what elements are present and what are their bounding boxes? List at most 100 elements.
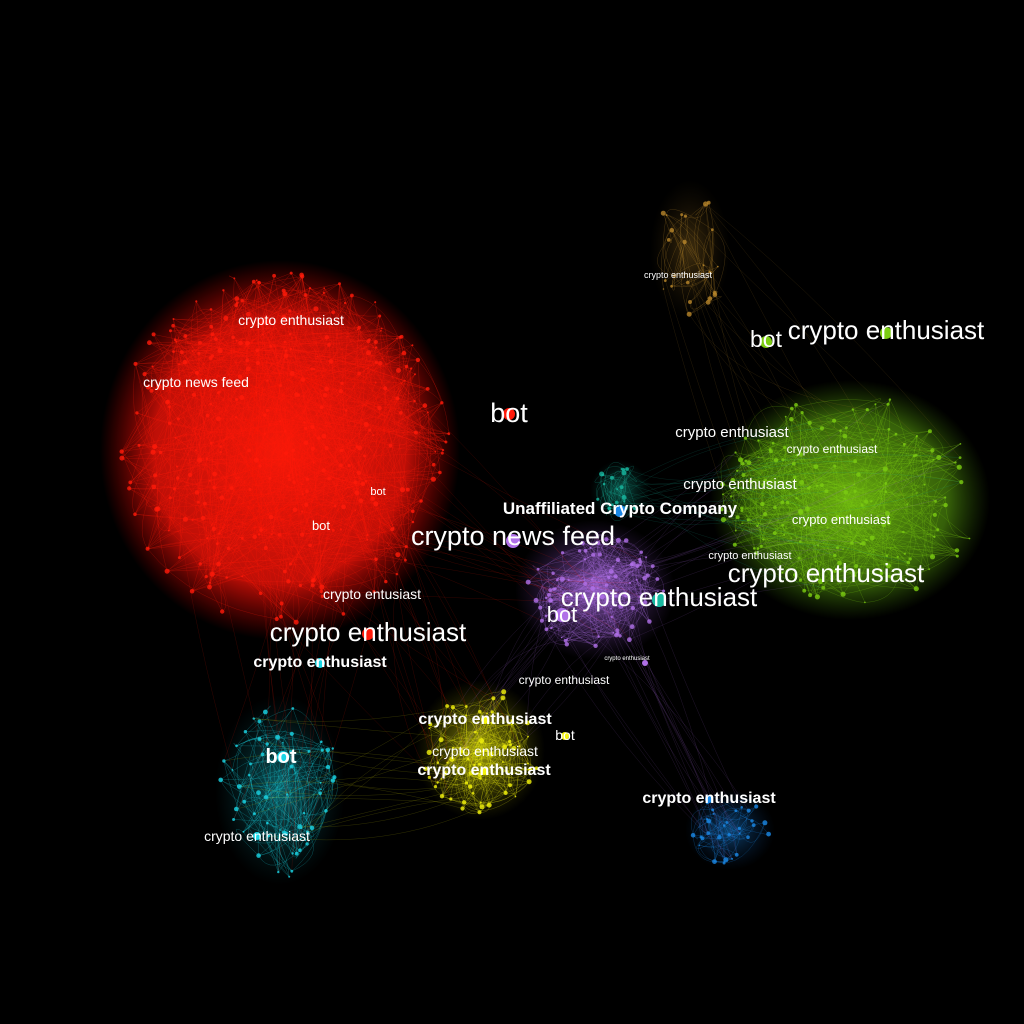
edge [153,330,382,488]
edge [546,597,646,603]
edge [758,440,800,559]
graph-node [257,280,261,284]
edge [213,487,232,498]
graph-node [220,609,225,614]
bridge-edge [236,340,448,763]
edge [291,733,310,840]
graph-node [231,769,234,771]
edge [234,278,294,451]
edge [550,584,607,607]
edge [284,293,353,302]
edge [844,498,911,560]
edge [280,276,303,386]
graph-node [151,484,157,490]
edge [817,484,878,517]
edge [302,511,368,536]
bridge-edge [541,620,733,860]
graph-node [461,800,467,805]
graph-node [239,395,245,401]
edge [437,762,530,786]
edge [865,501,884,539]
graph-node [172,318,175,320]
edge [160,452,297,623]
edge [147,533,407,550]
edge [232,769,292,872]
edge [259,738,308,833]
graph-node [604,583,609,587]
edge [636,561,646,603]
graph-node [255,391,258,394]
edge [228,362,377,549]
edge [313,359,419,581]
graph-node [182,359,188,365]
edge [291,733,313,828]
graph-node [370,496,375,501]
edge [452,707,471,787]
node-label: crypto enthusiast [683,476,797,493]
edge [554,588,617,636]
edge [758,440,962,483]
edge [750,455,917,482]
graph-node [287,477,291,481]
edge [447,762,511,787]
graph-node [526,779,532,785]
edge [121,317,285,452]
edge [737,409,868,471]
graph-node [536,567,540,571]
edge [429,738,484,753]
graph-node [625,467,629,471]
graph-node [865,538,868,542]
edge [745,460,855,485]
graph-node [290,869,294,873]
edge [447,704,464,708]
graph-node [753,547,756,550]
edge [671,230,685,287]
edge [708,820,740,842]
edge [239,376,308,480]
graph-node [744,459,748,463]
edge [241,276,303,301]
graph-node [614,592,617,595]
edge [592,533,619,561]
edge [466,741,510,784]
edge [175,437,200,465]
cluster-orange-blob [650,180,730,320]
edge [313,369,342,466]
edge [770,447,933,452]
edge [885,491,916,560]
edge [644,565,653,622]
edge [415,432,437,455]
graph-node [832,418,837,423]
edge [192,483,363,521]
edge [800,412,811,488]
edge [769,418,792,450]
graph-node [610,615,613,619]
graph-node [206,537,209,540]
edge [239,766,329,787]
graph-node [428,722,433,727]
edge [745,460,762,547]
edge [617,559,658,599]
edge [290,333,317,524]
edge [217,543,375,592]
edge [312,382,376,586]
bridge-edge [567,638,727,861]
bridge-edge [356,446,618,631]
edge [818,484,855,582]
graph-node [757,456,760,458]
edge [343,370,399,508]
graph-node [886,520,892,526]
edge [242,428,306,539]
edge [207,415,308,480]
bridge-edge [321,586,431,725]
edge [185,300,243,520]
edge [708,296,722,303]
graph-node [283,340,286,343]
edge [603,480,636,509]
edge [629,566,654,640]
graph-node [773,505,777,510]
graph-node [908,557,912,561]
edge [441,739,511,746]
edge [447,762,537,778]
edge [221,497,307,535]
